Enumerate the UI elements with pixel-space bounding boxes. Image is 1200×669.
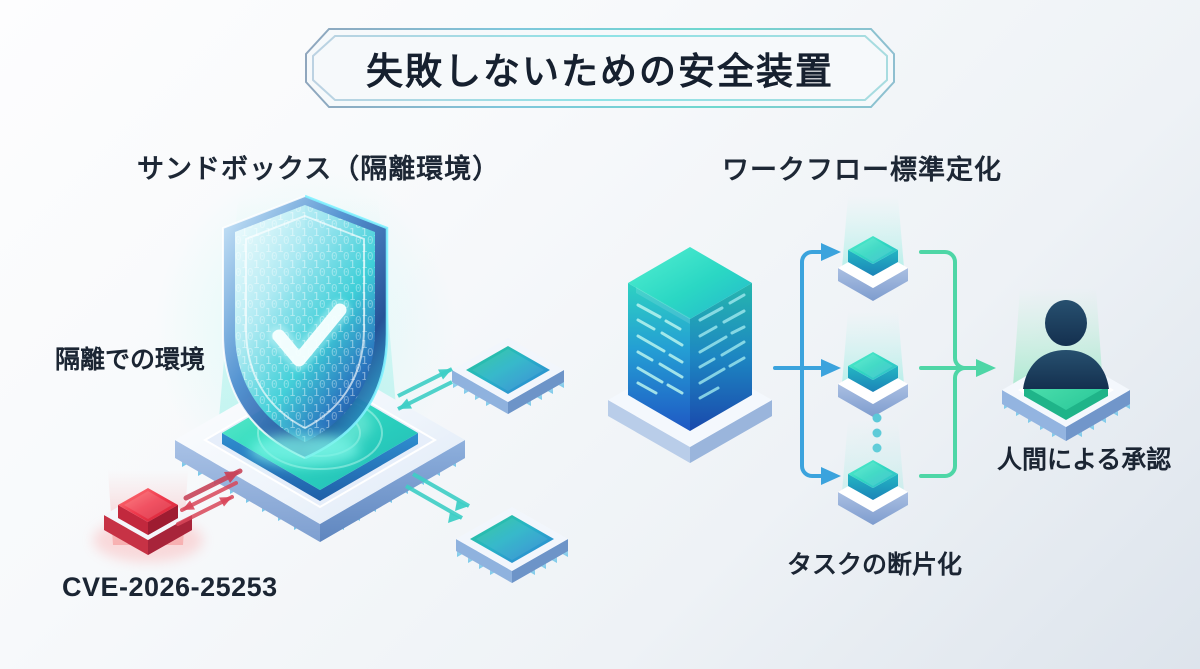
- merge-arrow-head: [976, 359, 996, 377]
- person-approval-icon: [1002, 288, 1130, 441]
- hologram-column: [218, 197, 398, 430]
- isolated-chip-icon: [175, 356, 465, 542]
- branch-arrow-heads: [821, 243, 841, 485]
- branch-arrows: [773, 250, 825, 478]
- external-chip-icon: [452, 338, 564, 414]
- section-heading-workflow: ワークフロー標準定化: [722, 155, 1002, 185]
- malicious-chip-icon: [93, 470, 203, 562]
- section-heading-sandbox: サンドボックス（隔離環境）: [137, 154, 501, 184]
- merge-arrows: [919, 250, 980, 478]
- task-module-icon: [838, 196, 908, 301]
- task-module-icon: [838, 312, 908, 417]
- page-title: 失敗しないための安全装置: [366, 51, 834, 92]
- safe-arrow-pair-lower: [405, 472, 470, 523]
- task-module-icon: [838, 420, 908, 525]
- title-frame: 失敗しないための安全装置: [305, 28, 895, 108]
- label-human-approval: 人間による承認: [997, 446, 1172, 474]
- shield-ambient-glow: [155, 165, 455, 495]
- server-stack-icon: [608, 247, 772, 463]
- label-isolated-environment: 隔離での環境: [55, 346, 206, 374]
- threat-arrow-pair: [176, 468, 243, 526]
- label-cve-identifier: CVE-2026-25253: [62, 572, 278, 602]
- vertical-ellipsis-icon: [872, 413, 882, 453]
- external-chip-icon: [456, 507, 568, 583]
- shield-check-icon: [222, 194, 389, 466]
- safe-arrow-pair-upper: [397, 367, 453, 411]
- label-task-fragmentation: タスクの断片化: [787, 551, 963, 579]
